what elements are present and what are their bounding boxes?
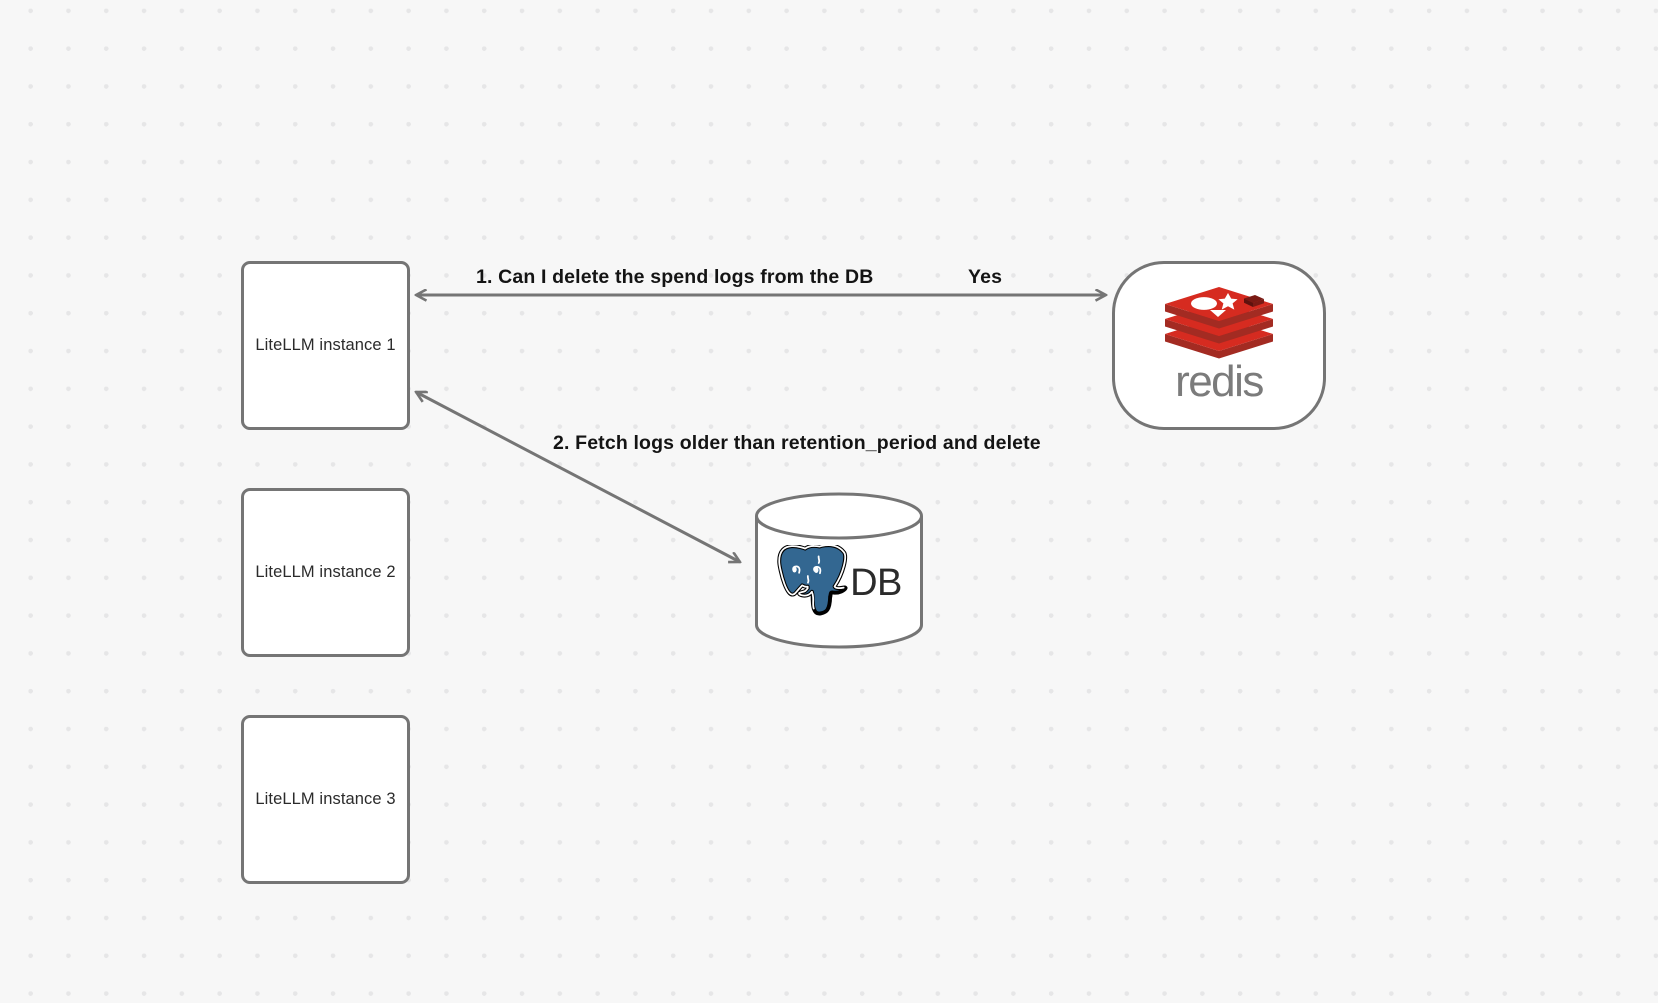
db-label: DB — [850, 561, 902, 604]
redis-logo-group: redis — [1160, 284, 1278, 404]
edge-label-question: 1. Can I delete the spend logs from the … — [476, 266, 874, 288]
node-label: LiteLLM instance 2 — [255, 562, 396, 581]
node-label: LiteLLM instance 1 — [255, 335, 396, 354]
edge-label-fetch-delete: 2. Fetch logs older than retention_perio… — [553, 432, 1041, 454]
node-litellm-instance-2[interactable]: LiteLLM instance 2 — [241, 488, 410, 657]
postgresql-elephant-icon — [777, 544, 848, 615]
db-logo-group: DB — [752, 492, 926, 649]
edge-litellm1-db — [416, 392, 740, 562]
node-database[interactable]: DB — [752, 492, 926, 649]
node-label: LiteLLM instance 3 — [255, 789, 396, 808]
node-redis[interactable]: redis — [1112, 261, 1326, 430]
node-litellm-instance-3[interactable]: LiteLLM instance 3 — [241, 715, 410, 884]
node-litellm-instance-1[interactable]: LiteLLM instance 1 — [241, 261, 410, 430]
redis-logo-icon — [1165, 286, 1273, 358]
edge-label-answer: Yes — [968, 266, 1003, 288]
redis-wordmark: redis — [1175, 356, 1264, 406]
